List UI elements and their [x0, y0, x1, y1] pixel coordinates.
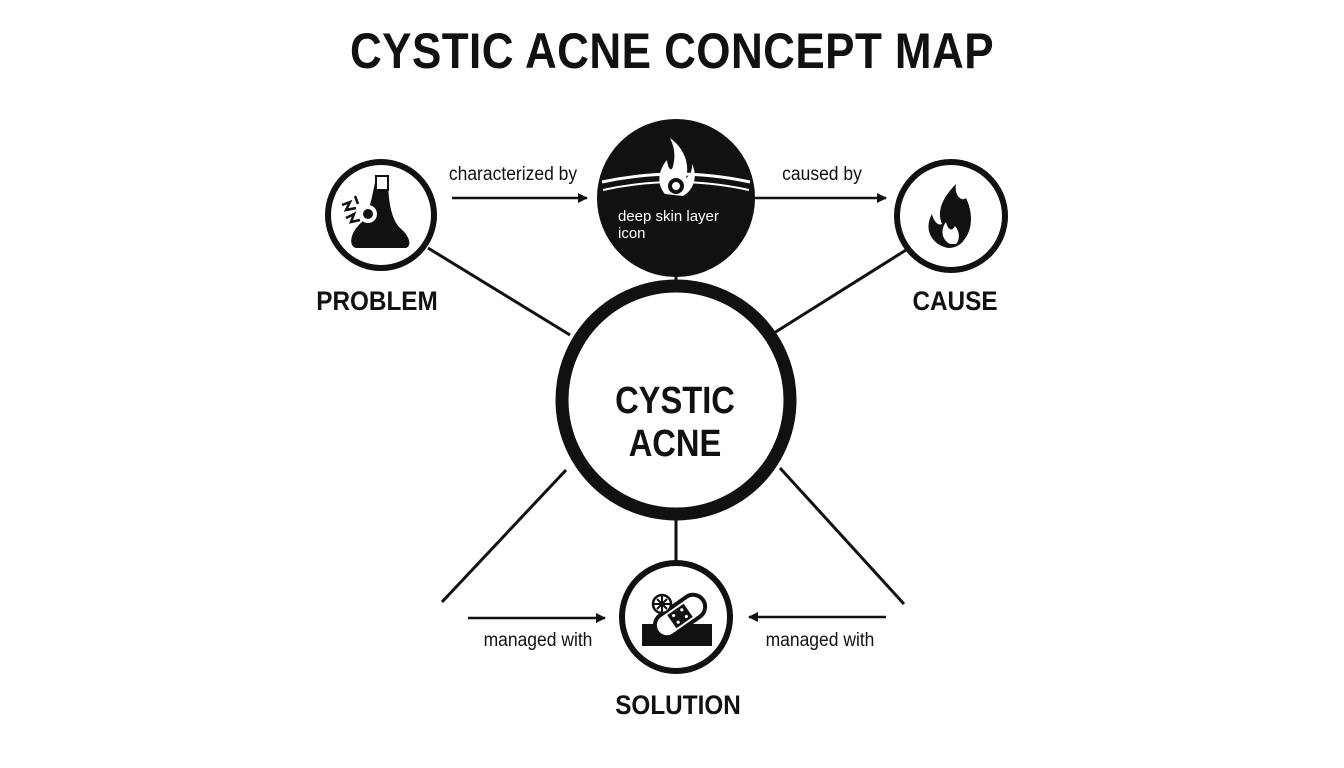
connector-center-left-diagonal	[440, 468, 568, 604]
connector-cause-center	[773, 248, 907, 335]
deep-skin-flame-icon	[601, 138, 751, 196]
edge-label-managed-with-left: managed with	[483, 630, 593, 651]
painful-lump-icon	[341, 175, 410, 248]
feature-node-caption: deep skin layer icon	[618, 208, 719, 242]
problem-node-label: PROBLEM	[316, 286, 438, 316]
solution-node-label: SOLUTION	[615, 690, 741, 720]
edge-label-characterized-by: characterized by	[448, 164, 578, 185]
solution-node	[619, 560, 733, 674]
cause-node-label: CAUSE	[912, 286, 998, 316]
flame-icon	[928, 184, 971, 248]
feature-node	[597, 119, 755, 277]
center-node-label: CYSTIC ACNE	[615, 380, 735, 465]
center-node	[555, 279, 797, 521]
edge-label-caused-by: caused by	[782, 164, 862, 185]
cause-node	[894, 159, 1008, 273]
edge-label-managed-with-right: managed with	[765, 630, 875, 651]
bandage-treatment-icon	[642, 592, 712, 646]
problem-node	[325, 159, 437, 271]
connector-center-right-diagonal	[778, 466, 906, 606]
connector-problem-center	[427, 246, 571, 337]
page-title: CYSTIC ACNE CONCEPT MAP	[349, 23, 995, 79]
